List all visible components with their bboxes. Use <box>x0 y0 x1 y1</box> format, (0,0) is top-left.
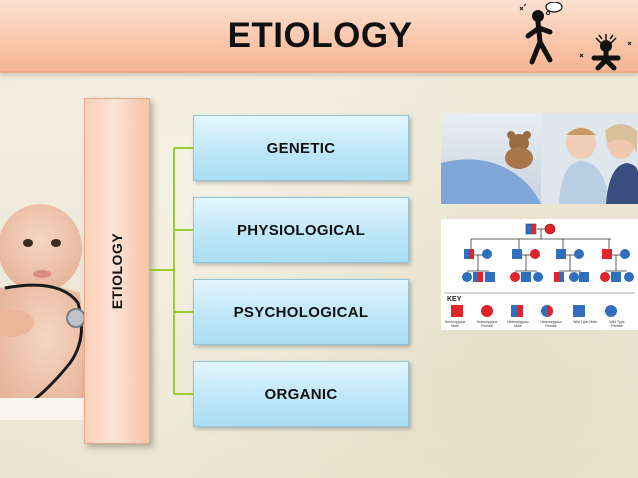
category-label: PSYCHOLOGICAL <box>233 303 369 321</box>
pedigree-key-label: KEY <box>447 296 462 303</box>
key-item: Heterozygous Male <box>507 320 529 328</box>
pedigree-chart <box>441 219 638 330</box>
category-label: GENETIC <box>266 139 336 157</box>
tree-connector <box>150 147 196 395</box>
key-item: Heterozygous Female <box>540 320 562 328</box>
baby-stethoscope-photo <box>0 88 92 420</box>
category-label: PHYSIOLOGICAL <box>236 221 366 239</box>
etiology-side-label-wrap: ETIOLOGY <box>84 98 150 444</box>
stressed-figures-icon <box>519 2 632 71</box>
key-item: Wild Type Female <box>609 320 625 328</box>
slide-title: ETIOLOGY <box>227 16 413 55</box>
category-organic: ORGANIC <box>193 361 409 427</box>
category-label: ORGANIC <box>264 385 338 403</box>
key-item: Homozygous Female <box>476 320 498 328</box>
category-physiological: PHYSIOLOGICAL <box>193 197 409 263</box>
key-item: Homozygous Male <box>444 320 466 328</box>
child-bed-photo <box>441 113 638 204</box>
etiology-side-label: ETIOLOGY <box>109 232 125 310</box>
category-genetic: GENETIC <box>193 115 409 181</box>
key-item: Wild Type Male <box>573 320 597 324</box>
etiology-side-box <box>84 98 150 444</box>
category-psychological: PSYCHOLOGICAL <box>193 279 409 345</box>
